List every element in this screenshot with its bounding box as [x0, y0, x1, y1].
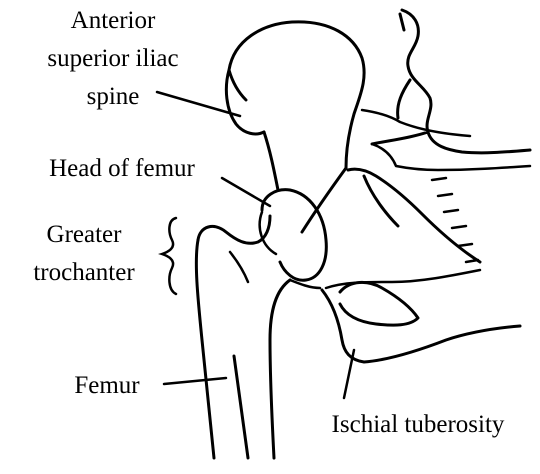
label-head-of-femur: Head of femur: [49, 155, 195, 182]
label-greater-trochanter-line1: Greater: [47, 221, 123, 248]
greater-trochanter-brace: [162, 218, 176, 294]
leader-femur: [164, 378, 226, 384]
label-greater-trochanter-line2: trochanter: [33, 259, 135, 286]
label-asis-line2: superior iliac: [47, 45, 178, 72]
ilium-outline: [226, 22, 364, 458]
femoral-head: [262, 190, 326, 281]
sacral-foramina: [432, 178, 478, 262]
leader-ischial-tuberosity: [344, 350, 354, 398]
lumbar-vertebrae: [372, 10, 530, 153]
obturator-foramen: [340, 282, 418, 325]
sacrum-outline: [348, 169, 480, 262]
ischium: [322, 290, 520, 362]
femur-shaft-medial: [270, 280, 290, 458]
leader-head-of-femur: [222, 178, 270, 206]
ilium-body: [264, 132, 346, 232]
label-asis-line3: spine: [87, 83, 140, 110]
trochanter-detail: [230, 252, 248, 282]
label-femur: Femur: [74, 372, 140, 399]
femur-shaft-lateral: [196, 240, 214, 458]
label-asis-line1: Anterior: [71, 7, 156, 34]
label-ischial-tuberosity: Ischial tuberosity: [332, 411, 505, 438]
